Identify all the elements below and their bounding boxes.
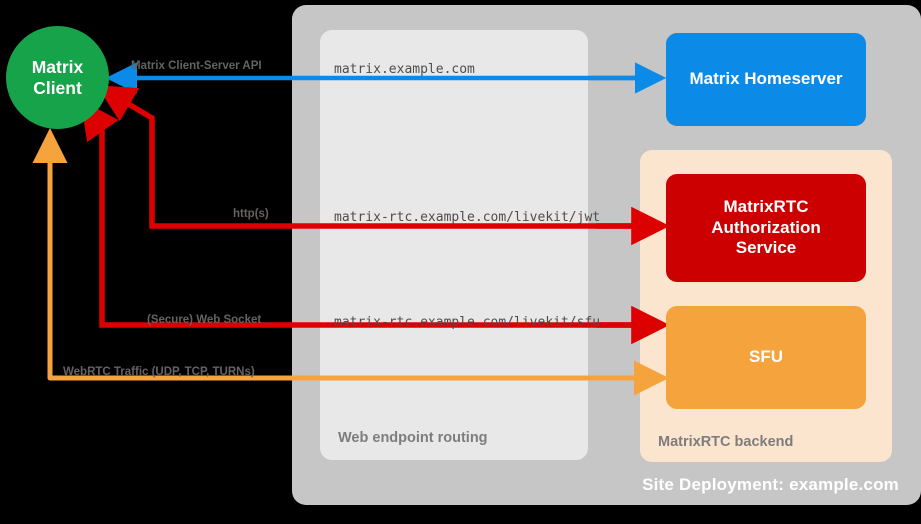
- node-matrix-homeserver[interactable]: Matrix Homeserver: [666, 33, 866, 126]
- edge-webrtc-traffic: [32, 127, 670, 396]
- edge-http-jwt: [96, 85, 670, 246]
- edge-label-webrtc-traffic: WebRTC Traffic (UDP, TCP, TURNs): [63, 366, 255, 378]
- web-endpoint-routing-label: Web endpoint routing: [338, 430, 488, 446]
- node-matrix-client[interactable]: Matrix Client: [6, 26, 109, 129]
- node-sfu[interactable]: SFU: [666, 306, 866, 409]
- node-sfu-label: SFU: [749, 347, 783, 367]
- edge-label-secure-web-socket: (Secure) Web Socket: [147, 314, 262, 326]
- url-label-livekit-jwt: matrix-rtc.example.com/livekit/jwt: [334, 210, 601, 225]
- node-matrix-client-line2: Client: [33, 77, 82, 98]
- edge-label-http: http(s): [233, 208, 269, 220]
- node-auth-line3: Service: [735, 238, 797, 258]
- matrixrtc-backend-label: MatrixRTC backend: [658, 434, 794, 450]
- web-endpoint-routing-container: Web endpoint routing: [320, 30, 588, 460]
- url-label-matrix-example-com: matrix.example.com: [334, 62, 475, 77]
- node-matrix-homeserver-label: Matrix Homeserver: [689, 69, 843, 89]
- site-deployment-label: Site Deployment: example.com: [642, 475, 899, 494]
- edge-label-matrix-client-server-api: Matrix Client-Server API: [131, 60, 262, 72]
- node-auth-line1: MatrixRTC: [723, 197, 809, 217]
- node-matrixrtc-authorization-service[interactable]: MatrixRTC Authorization Service: [666, 174, 866, 282]
- url-label-livekit-sfu: matrix-rtc.example.com/livekit/sfu: [334, 315, 601, 330]
- edge-secure-web-socket: [80, 99, 670, 345]
- node-matrix-client-line1: Matrix: [31, 56, 84, 77]
- node-auth-line2: Authorization: [711, 217, 821, 237]
